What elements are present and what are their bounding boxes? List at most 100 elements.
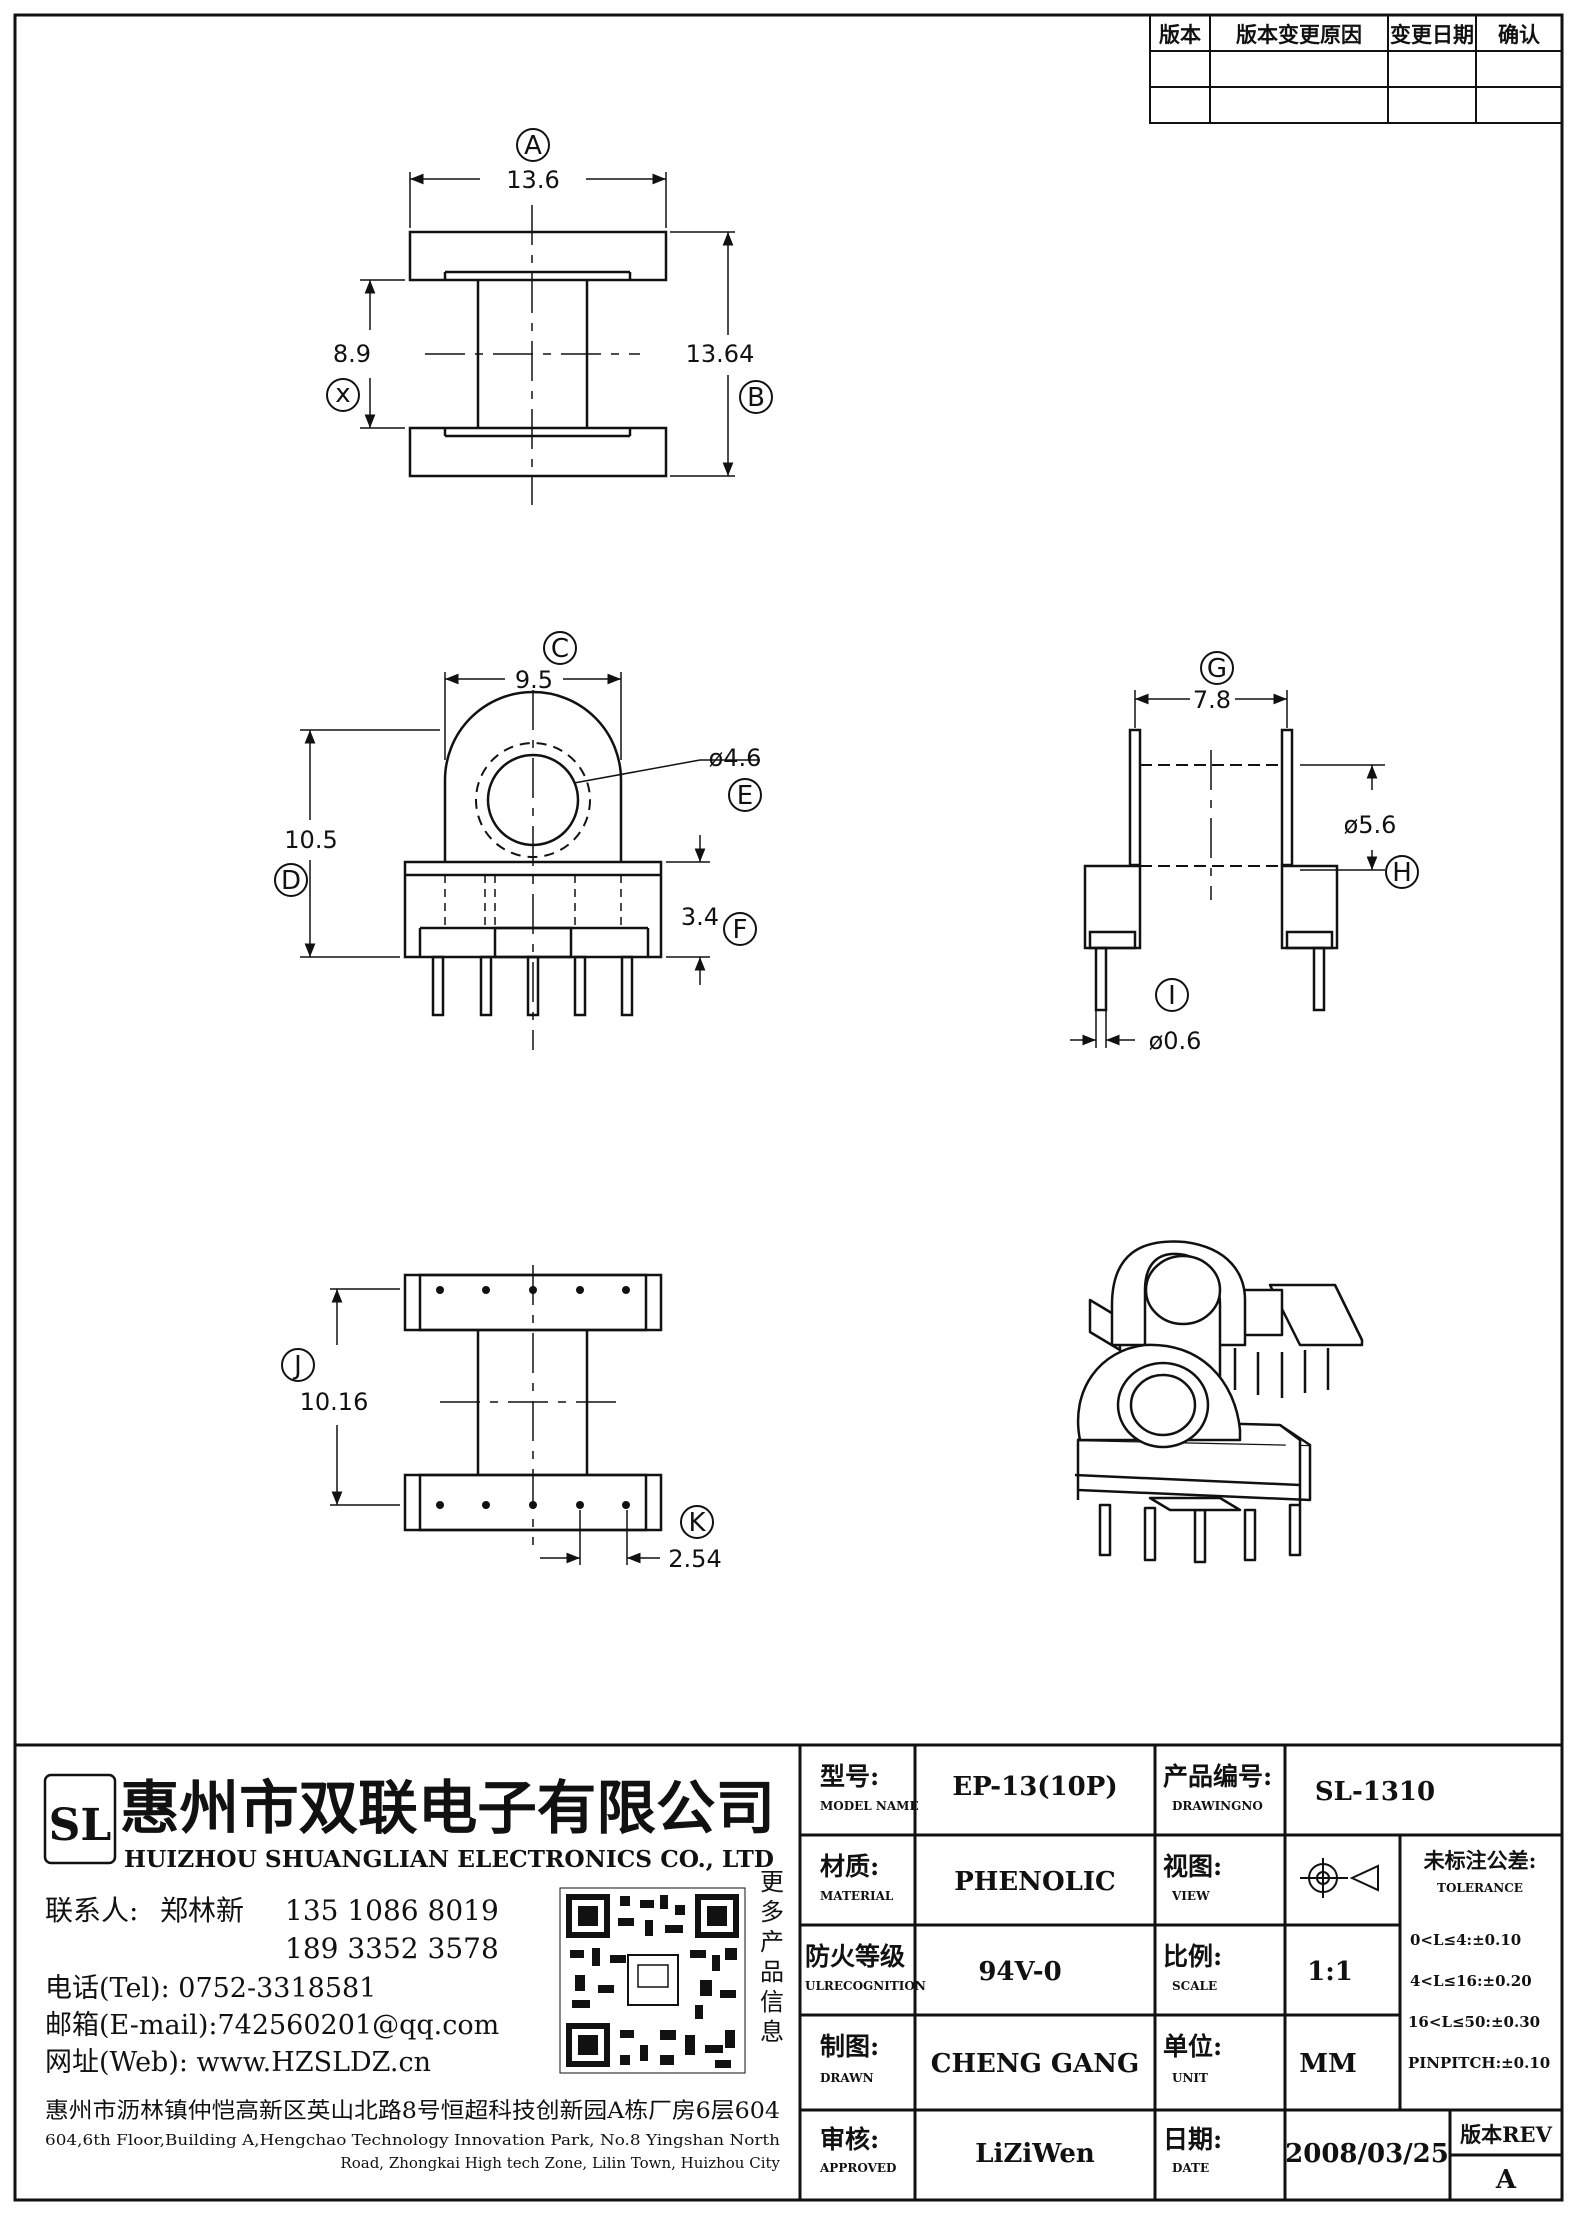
unit-label-en: UNIT	[1172, 2071, 1208, 2085]
address-cn: 惠州市沥林镇仲恺高新区英山北路8号恒超科技创新园A栋厂房6层604	[45, 2099, 780, 2124]
dim-a-value: 13.6	[506, 166, 559, 194]
dim-b-value: 13.64	[686, 340, 755, 368]
label-g-circle	[1200, 651, 1234, 685]
dim-d-value: 10.5	[284, 826, 337, 854]
dim-i-value: ø0.6	[1149, 1027, 1202, 1055]
label-c-circle	[543, 631, 577, 665]
qr-caption: 更多产品信息	[760, 1868, 784, 2046]
rev-value: A	[1495, 2165, 1517, 2195]
drawingno-value: SL-1310	[1315, 1777, 1435, 1807]
material-label-en: MATERIAL	[820, 1889, 894, 1903]
date-label-cn: 日期:	[1163, 2125, 1222, 2154]
tolerance-line-4: PINPITCH:±0.10	[1408, 2054, 1550, 2072]
unit-label-cn: 单位:	[1163, 2032, 1222, 2061]
dim-c-value: 9.5	[515, 666, 553, 694]
label-c: C	[551, 634, 569, 664]
label-e-circle	[728, 778, 762, 812]
label-f: F	[733, 915, 748, 945]
label-x-circle	[326, 378, 360, 412]
drawn-label-cn: 制图:	[820, 2032, 879, 2061]
label-i-circle	[1155, 978, 1189, 1012]
dim-j-value: 10.16	[300, 1388, 369, 1416]
company-logo: SL	[43, 1773, 117, 1865]
address-en-2: Road, Zhongkai High tech Zone, Lilin Tow…	[340, 2154, 780, 2172]
tolerance-line-2: 4<L≤16:±0.20	[1410, 1972, 1532, 1990]
company-name-cn: 惠州市双联电子有限公司	[120, 1774, 775, 1842]
rev-label: 版本REV	[1460, 2122, 1552, 2147]
label-f-circle	[723, 912, 757, 946]
dim-e-value: ø4.6	[709, 744, 762, 772]
tolerance-label-en: TOLERANCE	[1437, 1881, 1523, 1895]
view-label-cn: 视图:	[1163, 1852, 1222, 1881]
address-en-1: 604,6th Floor,Building A,Hengchao Techno…	[45, 2131, 780, 2149]
qr-code	[559, 1887, 746, 2074]
label-e: E	[737, 781, 753, 811]
rev-header-reason: 版本变更原因	[1236, 22, 1362, 47]
label-x: x	[335, 379, 350, 409]
approved-label-cn: 审核:	[820, 2125, 879, 2154]
company-name-en: HUIZHOU SHUANGLIAN ELECTRONICS CO., LTD	[124, 1846, 774, 1873]
scale-label-cn: 比例:	[1163, 1942, 1222, 1971]
sheet-border	[13, 13, 1564, 2202]
label-d: D	[281, 866, 301, 896]
dim-f-value: 3.4	[681, 903, 719, 931]
bottom-view	[330, 1265, 663, 1565]
contact-name: 郑林新	[160, 1894, 244, 1927]
view-label-en: VIEW	[1171, 1889, 1210, 1903]
label-a-circle	[516, 128, 550, 162]
label-b: B	[747, 383, 765, 413]
isometric-view	[1074, 1240, 1364, 1564]
label-i: I	[1168, 981, 1176, 1011]
model-value: EP-13(10P)	[952, 1772, 1117, 1802]
projection-symbol-icon	[1300, 1858, 1379, 1898]
approved-value: LiZiWen	[975, 2139, 1095, 2169]
model-label-cn: 型号:	[820, 1762, 879, 1791]
logo-text: SL	[49, 1800, 112, 1851]
contact-web: 网址(Web): www.HZSLDZ.cn	[45, 2047, 431, 2078]
tolerance-label-cn: 未标注公差:	[1424, 1848, 1537, 1873]
tolerance-line-1: 0<L≤4:±0.10	[1410, 1931, 1521, 1949]
label-a: A	[524, 131, 542, 161]
title-block-frame	[15, 1743, 1562, 2200]
material-label-cn: 材质:	[820, 1852, 879, 1881]
rev-header-confirm: 确认	[1498, 22, 1540, 47]
contact-label: 联系人:	[45, 1894, 138, 1927]
contact-email: 邮箱(E-mail):742560201@qq.com	[45, 2010, 499, 2041]
label-b-circle	[739, 380, 773, 414]
date-label-en: DATE	[1172, 2161, 1209, 2175]
label-d-circle	[274, 863, 308, 897]
label-k: K	[688, 1508, 706, 1538]
label-g: G	[1207, 654, 1227, 684]
material-value: PHENOLIC	[954, 1867, 1115, 1897]
drawn-value: CHENG GANG	[931, 2049, 1139, 2079]
contact-phone-1: 135 1086 8019	[285, 1894, 499, 1927]
label-j-circle	[281, 1348, 315, 1382]
drawingno-label-cn: 产品编号:	[1163, 1762, 1272, 1791]
model-label-en: MODEL NAME	[820, 1799, 919, 1813]
dim-g-value: 7.8	[1193, 686, 1231, 714]
dim-k-value: 2.54	[668, 1545, 721, 1573]
tolerance-line-3: 16<L≤50:±0.30	[1408, 2013, 1540, 2031]
fire-value: 94V-0	[978, 1957, 1061, 1987]
label-h-circle	[1385, 855, 1419, 889]
revision-table	[1149, 14, 1563, 124]
contact-tel: 电话(Tel): 0752-3318581	[45, 1973, 376, 2004]
label-j: J	[292, 1351, 302, 1381]
date-value: 2008/03/25	[1285, 2139, 1449, 2169]
rev-header-date: 变更日期	[1390, 22, 1474, 47]
fire-label-cn: 防火等级	[805, 1942, 905, 1971]
drawn-label-en: DRAWN	[820, 2071, 874, 2085]
scale-label-en: SCALE	[1172, 1979, 1217, 1993]
contact-phone-2: 189 3352 3578	[285, 1932, 499, 1965]
rev-header-version: 版本	[1159, 22, 1201, 47]
scale-value: 1:1	[1307, 1957, 1353, 1987]
fire-label-en: ULRECOGNITION	[805, 1979, 926, 1993]
dim-x-value: 8.9	[333, 340, 371, 368]
label-h: H	[1392, 858, 1412, 888]
front-view	[300, 672, 760, 1050]
side-view	[1070, 690, 1385, 1048]
unit-value: MM	[1299, 2049, 1357, 2079]
bottom-view-pins	[436, 1286, 630, 1509]
label-k-circle	[680, 1505, 714, 1539]
